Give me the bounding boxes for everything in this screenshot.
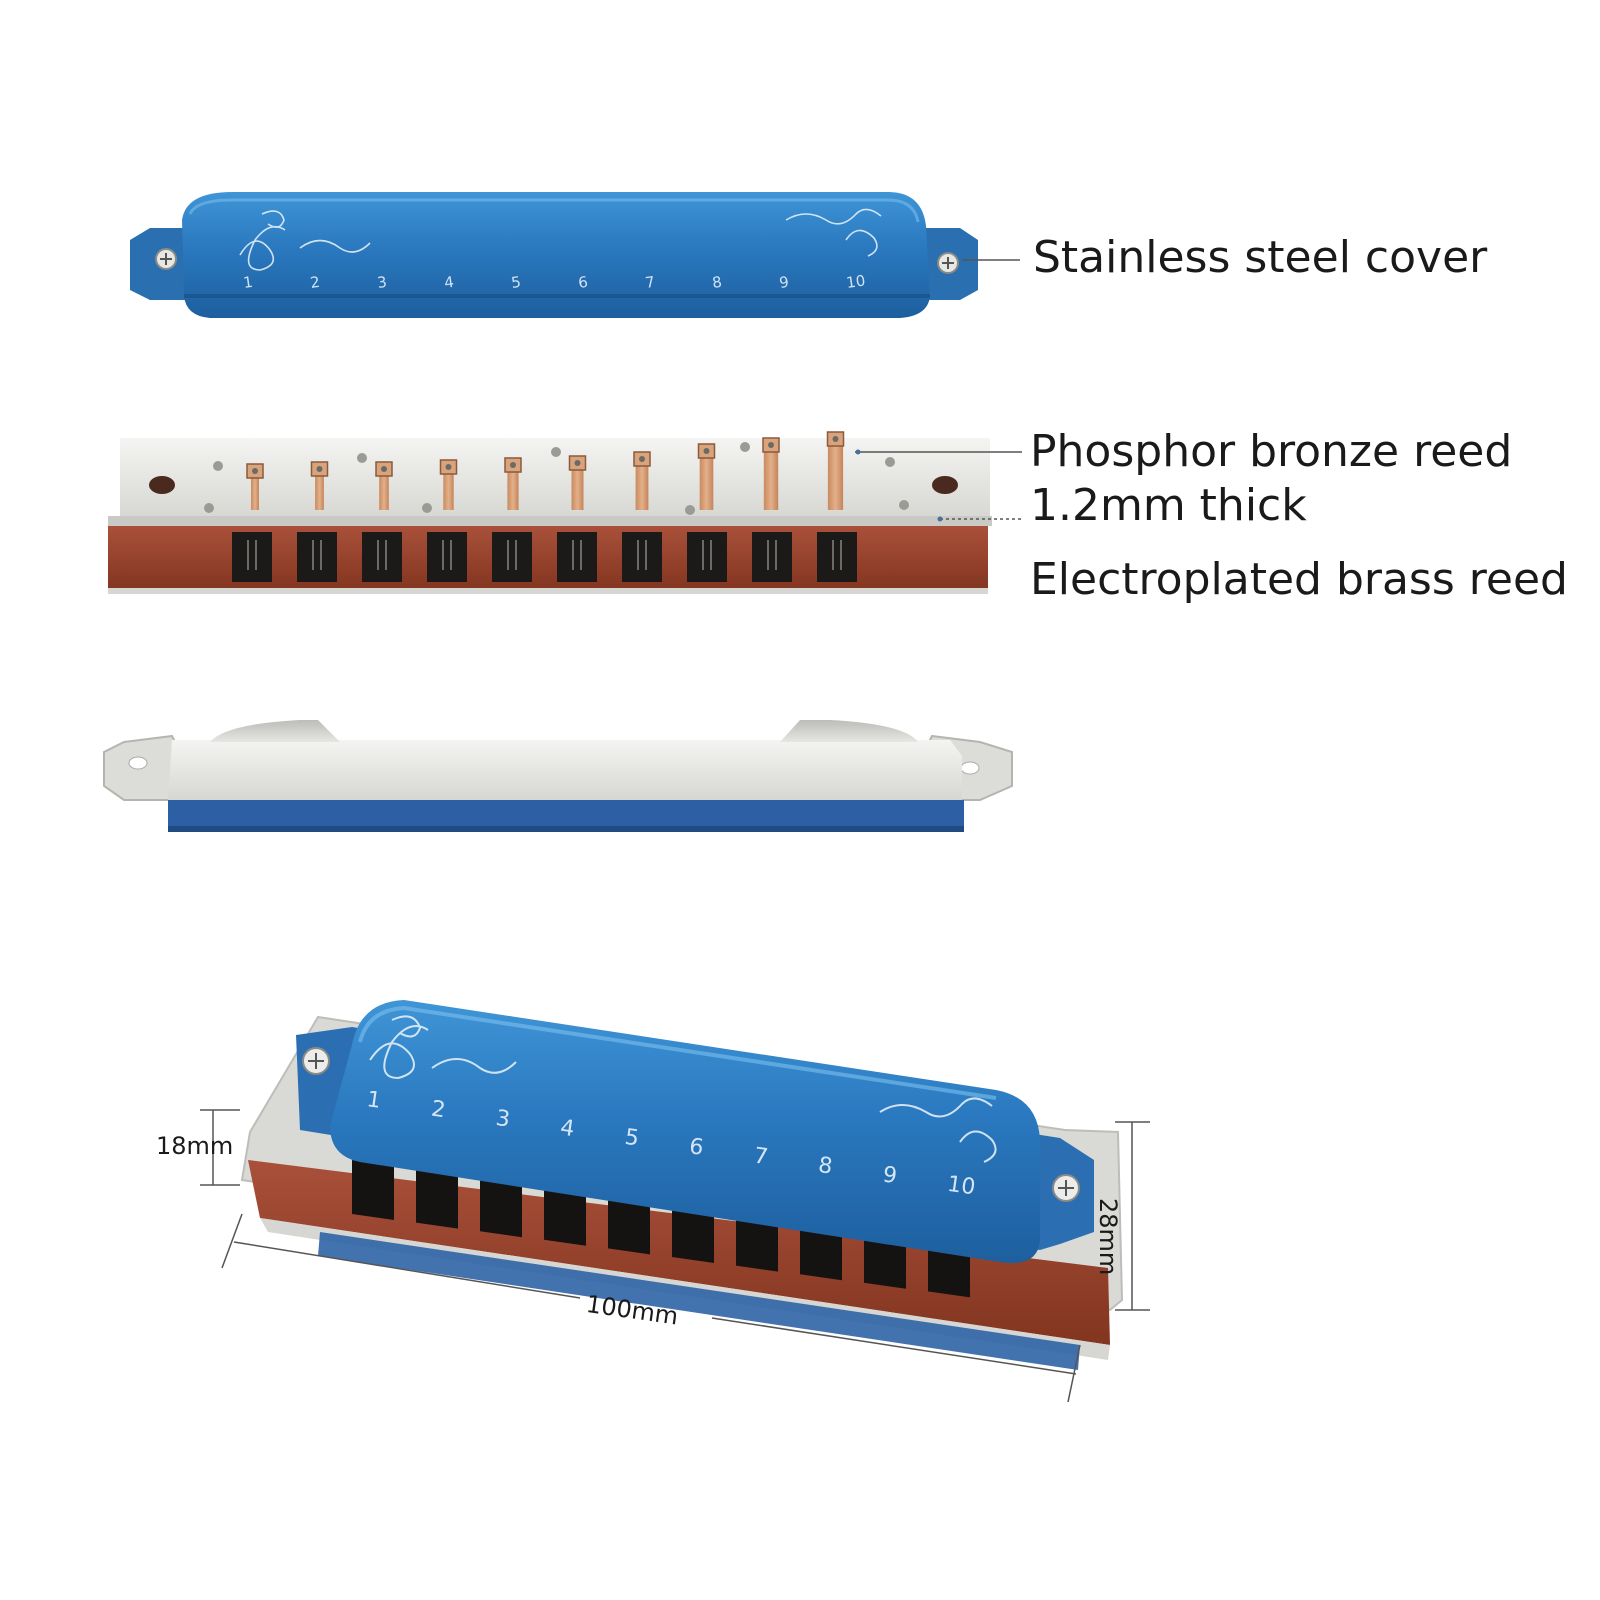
reed bbox=[310, 461, 329, 510]
dimension-lines bbox=[200, 1109, 1150, 1403]
reed bbox=[762, 437, 780, 510]
hole-number: 9 bbox=[778, 273, 790, 292]
comb-slot bbox=[427, 532, 467, 582]
hole-number: 4 bbox=[559, 1115, 576, 1142]
hole-number: 4 bbox=[443, 273, 455, 292]
reed-plate bbox=[108, 431, 1022, 594]
ornament-icon bbox=[369, 1015, 997, 1163]
thickness-label: 1.2mm thick bbox=[1030, 480, 1307, 531]
reed bbox=[375, 461, 393, 510]
reed bbox=[246, 463, 264, 510]
comb-slot bbox=[817, 532, 857, 582]
hole-number: 2 bbox=[309, 273, 321, 292]
height-dimension-label: 18mm bbox=[156, 1132, 234, 1160]
inner-cover bbox=[103, 720, 1013, 832]
hole-number: 10 bbox=[845, 271, 866, 291]
hole-number: 10 bbox=[946, 1172, 977, 1201]
hole-number: 1 bbox=[365, 1087, 382, 1114]
electroplated-label: Electroplated brass reed bbox=[1030, 554, 1568, 605]
comb-slot bbox=[297, 532, 337, 582]
comb-slot bbox=[622, 532, 662, 582]
hole-number: 3 bbox=[494, 1106, 511, 1133]
reed bbox=[568, 455, 587, 510]
comb-slot bbox=[492, 532, 532, 582]
cover-label: Stainless steel cover bbox=[1033, 232, 1488, 283]
hole-number: 6 bbox=[577, 273, 589, 292]
comb-slot bbox=[544, 1185, 586, 1246]
hole-number: 2 bbox=[430, 1097, 447, 1124]
hole-number: 7 bbox=[644, 273, 656, 292]
comb-slot bbox=[672, 1203, 714, 1263]
hole-number: 9 bbox=[881, 1162, 898, 1189]
ornament-icon bbox=[239, 208, 882, 271]
comb-slot bbox=[232, 532, 272, 582]
comb-slot bbox=[480, 1177, 522, 1238]
comb-slot bbox=[687, 532, 727, 582]
comb-slot-row bbox=[232, 532, 857, 582]
reed bbox=[633, 451, 651, 510]
reed-row bbox=[246, 431, 845, 510]
comb-slot bbox=[608, 1194, 650, 1255]
comb-slot bbox=[352, 1160, 394, 1220]
comb-slot bbox=[557, 532, 597, 582]
cover-plate: 1 2 3 4 5 6 7 8 9 10 bbox=[130, 192, 1020, 318]
hole-number: 8 bbox=[711, 273, 723, 292]
assembled-harmonica: 1 2 3 4 5 6 7 8 9 10 bbox=[240, 1000, 1124, 1370]
comb-slot bbox=[416, 1168, 458, 1229]
reed bbox=[504, 457, 522, 510]
reed bbox=[697, 443, 716, 510]
hole-number: 3 bbox=[376, 273, 388, 292]
reed bbox=[826, 431, 845, 510]
hole-number: 6 bbox=[688, 1134, 705, 1161]
hole-number-row: 1 2 3 4 5 6 7 8 9 10 bbox=[242, 271, 866, 291]
comb-slot bbox=[752, 532, 792, 582]
hole-number: 5 bbox=[623, 1125, 640, 1152]
reed-material-label: Phosphor bronze reed bbox=[1030, 426, 1513, 477]
hole-number: 7 bbox=[752, 1144, 769, 1171]
depth-dimension-label: 28mm bbox=[1094, 1198, 1122, 1276]
hole-number: 5 bbox=[510, 273, 522, 292]
reed bbox=[439, 459, 458, 510]
comb-slot bbox=[736, 1211, 778, 1272]
hole-number-row: 1 2 3 4 5 6 7 8 9 10 bbox=[365, 1087, 977, 1200]
hole-number: 1 bbox=[242, 273, 254, 292]
hole-number: 8 bbox=[817, 1153, 834, 1180]
comb-slot bbox=[362, 532, 402, 582]
